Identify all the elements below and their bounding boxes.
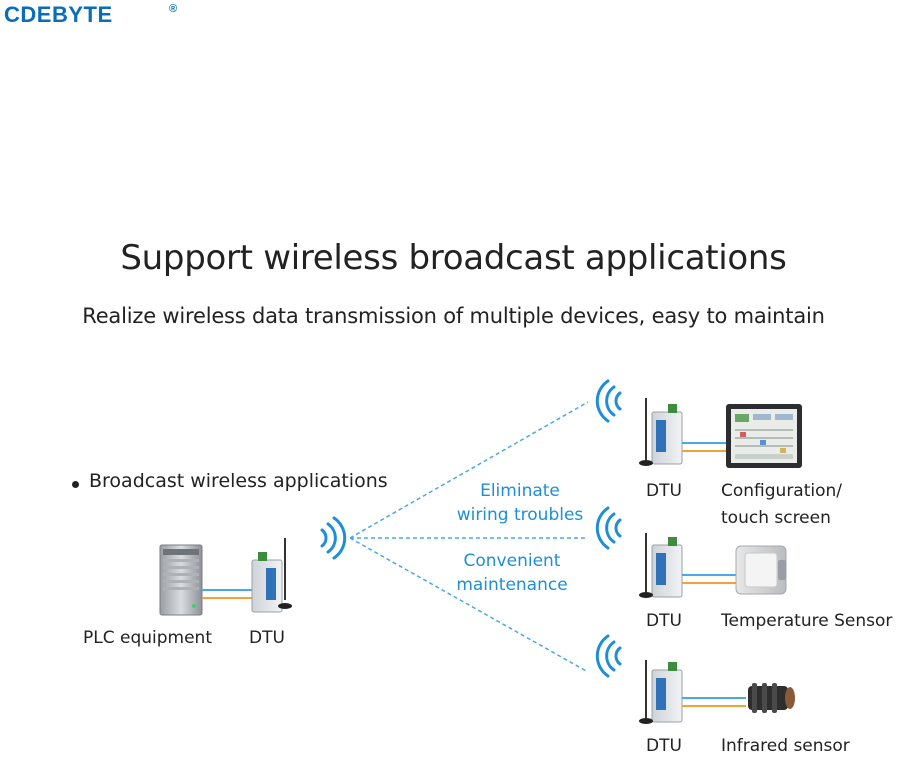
- device-label: Infrared sensor: [721, 736, 850, 756]
- link-note-line: maintenance: [456, 575, 568, 595]
- device-label: Temperature Sensor: [721, 611, 893, 631]
- touch-screen-icon: [726, 404, 802, 468]
- link-note-line: Eliminate: [480, 481, 560, 501]
- link-note-line: Convenient: [463, 551, 561, 571]
- page-title: Support wireless broadcast applications: [120, 238, 787, 278]
- link-note-line: wiring troubles: [456, 505, 584, 525]
- dtu-device-icon: [639, 398, 683, 466]
- signal-waves-icon: [595, 506, 622, 550]
- dtu-label: DTU: [646, 481, 682, 501]
- registered-mark: ®: [169, 3, 178, 15]
- receiver-wires: [682, 442, 730, 452]
- bullet-dot: [72, 481, 79, 488]
- dtu-label: DTU: [249, 628, 285, 648]
- page-subtitle: Realize wireless data transmission of mu…: [82, 304, 825, 328]
- receiver-wires: [682, 697, 746, 707]
- signal-waves-icon: [320, 516, 347, 560]
- dtu-device-icon: [639, 660, 683, 724]
- dtu-device-icon: [251, 538, 292, 613]
- signal-waves-icon: [595, 379, 622, 423]
- device-label: Configuration/: [721, 481, 843, 501]
- dtu-label: DTU: [646, 736, 682, 756]
- broadcast-links: [349, 401, 589, 673]
- temperature-sensor-icon: [735, 545, 787, 595]
- plc-label: PLC equipment: [83, 628, 212, 648]
- receiver-wires: [682, 574, 738, 584]
- brand-logo: CDEBYTE: [4, 2, 113, 27]
- plc-server-icon: [159, 544, 203, 616]
- dtu-label: DTU: [646, 611, 682, 631]
- bullet-text: Broadcast wireless applications: [89, 470, 388, 492]
- dtu-device-icon: [639, 533, 683, 598]
- signal-waves-icon: [595, 634, 622, 678]
- infrared-sensor-icon: [748, 683, 795, 713]
- plc-wires: [202, 589, 252, 599]
- device-label: touch screen: [721, 508, 831, 528]
